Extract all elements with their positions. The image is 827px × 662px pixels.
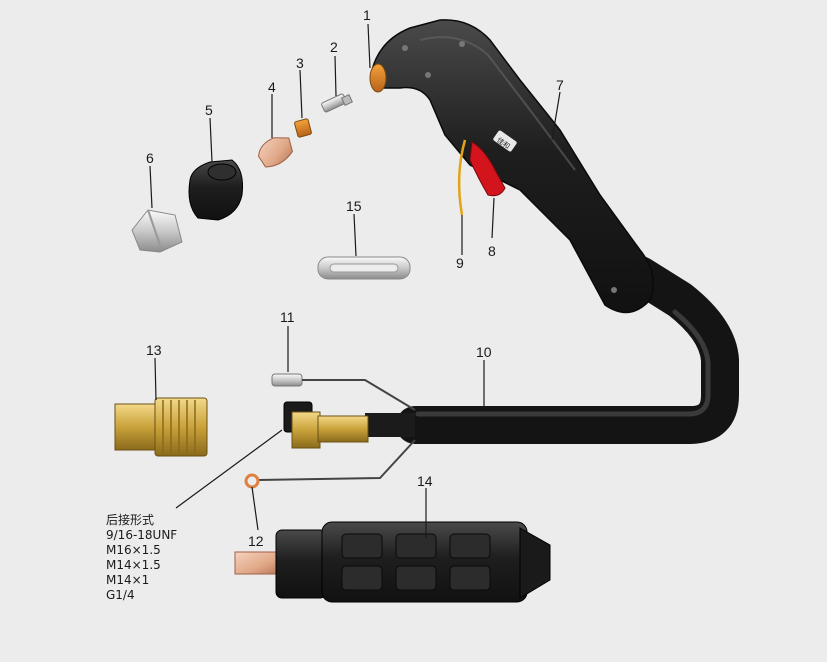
callout-numbers: 1 2 3 4 5 6 7 8 9 10 11 12 13 14 15: [146, 7, 564, 549]
cable: [365, 256, 739, 444]
callout-15: 15: [346, 198, 362, 214]
callout-7: 7: [556, 77, 564, 93]
callout-13: 13: [146, 342, 162, 358]
callout-2: 2: [330, 39, 338, 55]
standoff-guide: [131, 209, 183, 253]
ring-terminal-lead: [244, 439, 416, 489]
callout-12: 12: [248, 533, 264, 549]
callout-3: 3: [296, 55, 304, 71]
callout-1: 1: [363, 7, 371, 23]
shield-cup: [188, 159, 243, 221]
swirl-ring: [294, 118, 312, 138]
callout-4: 4: [268, 79, 276, 95]
cable-protective-sleeve: [234, 521, 551, 603]
callout-8: 8: [488, 243, 496, 259]
spec-item: M14×1.5: [106, 558, 161, 572]
trigger-connector: [271, 373, 416, 411]
trigger-wire: [457, 139, 467, 216]
callout-5: 5: [205, 102, 213, 118]
electrode: [321, 93, 353, 113]
torch-handle: 佳和: [371, 19, 655, 314]
callout-9: 9: [456, 255, 464, 271]
rear-connection-spec: 后接形式 9/16-18UNF M16×1.5 M14×1.5 M14×1 G1…: [106, 513, 177, 603]
rear-power-fitting: [283, 401, 369, 449]
spec-item: M14×1: [106, 573, 150, 587]
torch-head-nozzle: [369, 63, 387, 93]
callout-11: 11: [280, 309, 295, 325]
callout-14: 14: [417, 473, 433, 489]
nozzle: [258, 137, 293, 168]
spec-item: 9/16-18UNF: [106, 528, 178, 542]
callout-10: 10: [476, 344, 492, 360]
spring-clip: [317, 256, 411, 280]
spec-title: 后接形式: [106, 513, 155, 527]
brass-connector-nut: [114, 397, 208, 457]
spec-item: G1/4: [106, 588, 135, 602]
spec-item: M16×1.5: [106, 543, 161, 557]
callout-6: 6: [146, 150, 154, 166]
brand-label: [493, 130, 517, 152]
trigger: [469, 141, 506, 197]
leader-lines: [149, 23, 561, 538]
